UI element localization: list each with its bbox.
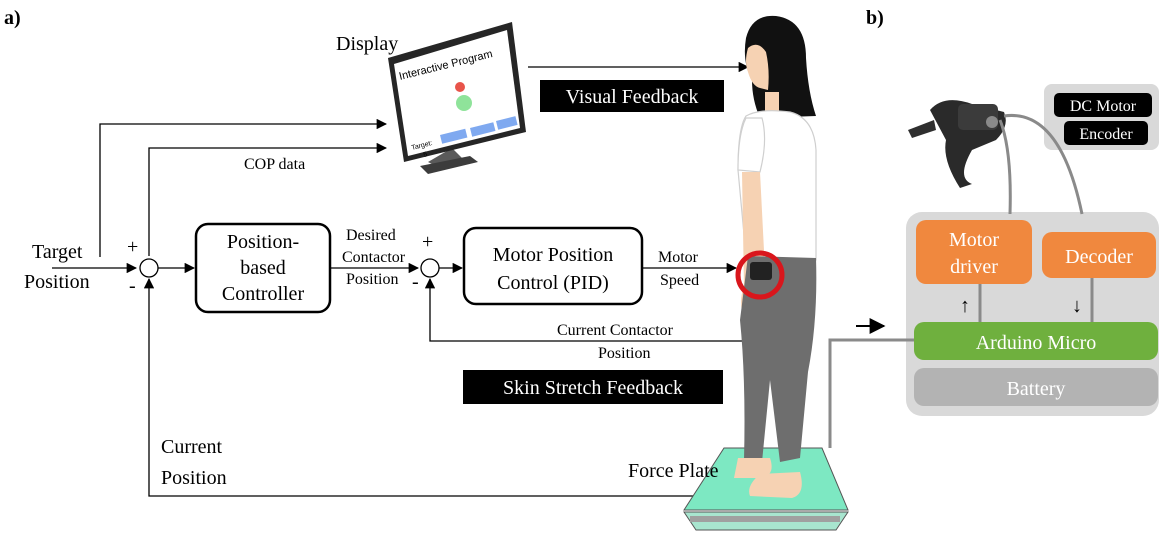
target-position-line2: Position	[24, 271, 90, 293]
force-plate-label: Force Plate	[628, 460, 719, 482]
screen-target-value: 5	[423, 151, 429, 159]
encoder-label: Encoder	[1079, 126, 1133, 143]
display-monitor: Display Interactive Program Target: 5	[336, 22, 526, 174]
desired-contactor-line2: Contactor	[342, 249, 406, 266]
motor-control-line2: Control (PID)	[497, 272, 609, 294]
encoder-tag	[1064, 121, 1148, 145]
motor-driver-line2: driver	[950, 256, 998, 278]
green-indicator-dot	[456, 95, 472, 111]
motor-speed-line1: Motor	[658, 249, 699, 266]
sum2-minus: -	[412, 271, 419, 293]
panel-b-label: b)	[866, 7, 884, 29]
motor-device-image	[908, 100, 1006, 188]
dc-motor-tag	[1054, 93, 1152, 117]
skin-stretch-label: Skin Stretch Feedback	[503, 377, 683, 399]
motor-control-block	[462, 226, 644, 306]
position-controller-line2: based	[240, 257, 286, 279]
battery-block	[914, 368, 1158, 406]
driver-up-arrow: ↑	[960, 295, 970, 317]
motor-driver-block	[916, 220, 1032, 284]
desired-contactor-line3: Position	[346, 271, 398, 288]
screen-target-text: Target:	[411, 140, 434, 152]
display-label: Display	[336, 33, 398, 55]
position-controller-line3: Controller	[222, 283, 305, 305]
red-indicator-dot	[455, 82, 465, 92]
decoder-block	[1042, 232, 1156, 278]
desired-contactor-line1: Desired	[346, 227, 396, 244]
target-position-line1: Target	[32, 241, 83, 263]
wrist-device	[750, 262, 772, 280]
summing-junction-2	[420, 258, 440, 278]
screen-button-1	[440, 128, 468, 144]
cop-data-label: COP data	[244, 156, 305, 173]
skin-stretch-box	[463, 370, 723, 404]
arduino-label: Arduino Micro	[976, 332, 1097, 354]
panel-a-label: a)	[4, 7, 21, 29]
decoder-label: Decoder	[1065, 246, 1133, 268]
screen-button-2	[470, 122, 496, 137]
current-position-line2: Position	[161, 467, 227, 489]
current-contactor-line1: Current Contactor	[557, 322, 674, 339]
sum2-plus: +	[422, 231, 433, 253]
current-position-line1: Current	[161, 436, 223, 458]
arduino-block	[914, 322, 1158, 360]
person-figure	[734, 15, 817, 498]
visual-feedback-label: Visual Feedback	[566, 86, 699, 108]
dc-motor-label: DC Motor	[1070, 98, 1137, 115]
device-highlight-ring	[735, 250, 785, 300]
visual-feedback-box	[540, 80, 724, 112]
current-contactor-line2: Position	[598, 345, 650, 362]
battery-label: Battery	[1007, 378, 1066, 400]
motor-control-line1: Motor Position	[493, 244, 614, 266]
motor-speed-line2: Speed	[660, 272, 699, 289]
sum1-minus: -	[129, 275, 136, 297]
screen-button-3	[495, 116, 518, 130]
summing-junction-1	[139, 258, 159, 278]
decoder-down-arrow: ↓	[1072, 295, 1082, 317]
position-controller-line1: Position-	[227, 231, 299, 253]
motor-driver-line1: Motor	[949, 229, 999, 251]
sum1-plus: +	[127, 236, 138, 258]
